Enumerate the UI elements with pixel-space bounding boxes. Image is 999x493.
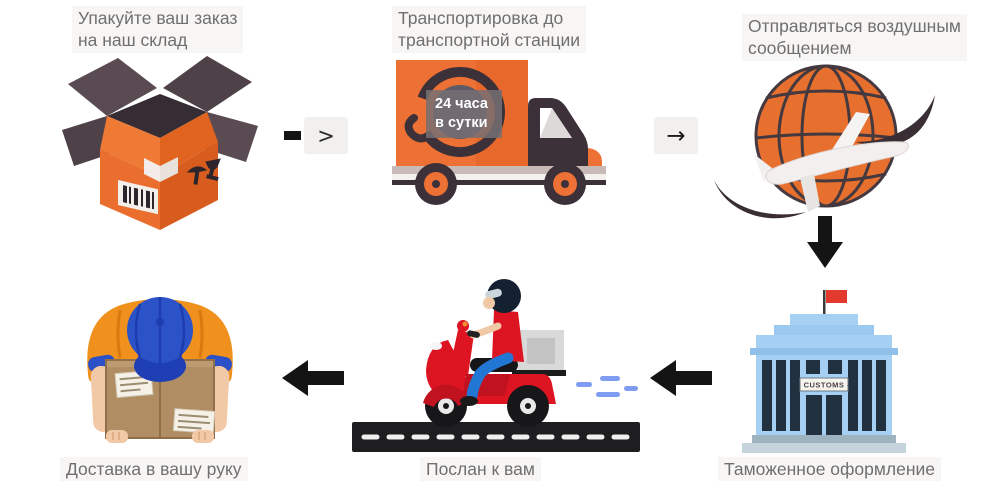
arrow-left-icon (650, 360, 712, 396)
shipping-label (172, 408, 216, 434)
caption-air: Отправляться воздушным сообщением (742, 14, 967, 61)
barcode-label (118, 180, 158, 215)
open-cardboard-box-icon (62, 56, 258, 230)
truck-rear-wheel (415, 163, 457, 205)
rider-leg (466, 352, 514, 402)
globe-with-airplane-icon (714, 64, 935, 219)
mirror-icon (457, 320, 469, 332)
caption-transport: Транспортировка до транспортной станции (392, 6, 587, 53)
caption-customs: Таможенное оформление (718, 457, 942, 482)
cap-icon (127, 297, 193, 382)
arrow-down-icon (807, 216, 843, 268)
orbit-ribbon-left (714, 180, 806, 219)
arrow-left-icon (282, 360, 344, 396)
rear-wheel (507, 385, 549, 427)
speed-lines (576, 376, 638, 397)
orbit-ribbon-right (856, 95, 935, 147)
arrow-step2-to-step3: → (654, 117, 698, 154)
caption-dispatch: Послан к вам (420, 457, 541, 482)
arrow-step1-to-step2: > (284, 117, 348, 154)
flag-icon (826, 290, 847, 303)
truck-front-wheel (544, 163, 586, 205)
customs-sign-text: - CUSTOMS - (798, 381, 850, 390)
airplane-icon (754, 112, 909, 212)
courier-holding-box-icon (87, 297, 233, 443)
caption-handover: Доставка в вашу руку (60, 457, 248, 482)
rider-torso (492, 310, 524, 362)
arrow-right-icon: → (654, 117, 698, 154)
rider-helmet (483, 279, 521, 313)
building-windows (762, 360, 886, 431)
customs-sign (799, 377, 849, 392)
customs-building-icon: - CUSTOMS - (742, 290, 906, 453)
chevron-right-icon: > (304, 117, 348, 154)
caption-pack: Упакуйте ваш заказ на наш склад (72, 6, 244, 53)
globe-graticule (755, 64, 897, 208)
building-doors (806, 395, 842, 435)
fragile-icons (186, 158, 221, 185)
courier-hands (106, 430, 214, 443)
24h-badge: 24 часа в сутки (426, 90, 502, 138)
delivery-scooter-icon (352, 279, 640, 452)
arrow-dash (284, 131, 301, 140)
